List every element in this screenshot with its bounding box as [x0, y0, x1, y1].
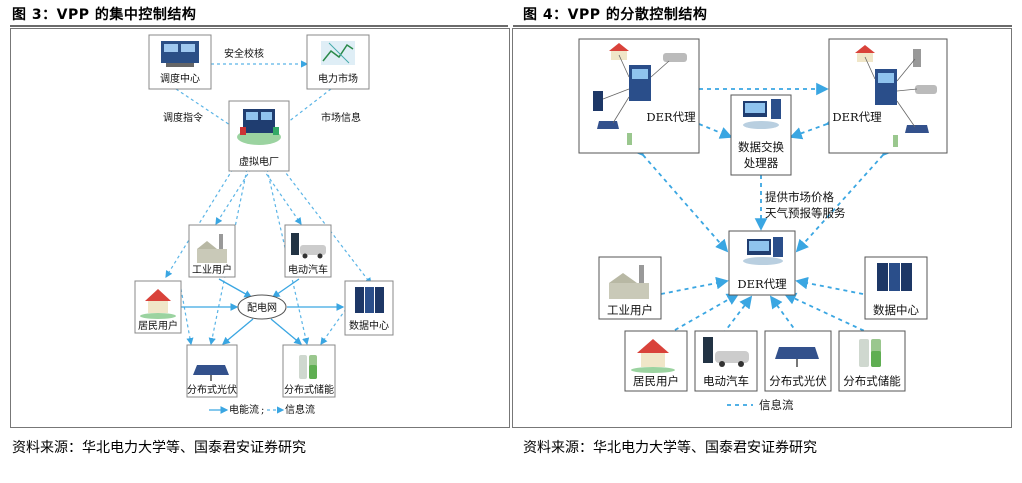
distributed-control-diagram: DER代理 DER代理 数据交换 处理器 [578, 38, 948, 412]
edge-label-dispatch-command: 调度指令 [163, 111, 203, 124]
node-der-agent-right: DER代理 [828, 38, 948, 154]
ev-icon-right [703, 337, 749, 367]
ev-icon [291, 233, 326, 259]
right-info-flow-lines [631, 82, 895, 335]
market-chart-icon [321, 41, 355, 65]
right-figure-title: 图 4：VPP 的分散控制结构 [523, 7, 708, 23]
vpp-icon [237, 109, 281, 145]
svg-text:DER代理: DER代理 [737, 277, 787, 291]
edge-label-market-info: 市场信息 [321, 111, 361, 124]
svg-text:数据中心: 数据中心 [349, 319, 389, 332]
left-figure-title: 图 3：VPP 的集中控制结构 [12, 7, 197, 23]
svg-text:居民用户: 居民用户 [633, 374, 679, 388]
node-industrial-user-right: 工业用户 [598, 256, 662, 320]
svg-text:数据交换: 数据交换 [738, 140, 784, 154]
svg-text:数据中心: 数据中心 [873, 303, 919, 317]
legend-info-flow-right: 信息流 [759, 398, 794, 412]
svg-text:DER代理: DER代理 [832, 110, 882, 124]
battery-icon-right [859, 339, 881, 367]
svg-text:分布式光伏: 分布式光伏 [769, 374, 827, 388]
der-center-icon [743, 237, 783, 265]
legend-info-flow: 信息流 [285, 403, 315, 416]
svg-text:;: ; [261, 405, 264, 416]
edge-label-service-line2: 天气预报等服务 [765, 206, 846, 220]
svg-text:电动汽车: 电动汽车 [288, 263, 328, 276]
node-residential-user-right: 居民用户 [624, 330, 688, 392]
left-title-rule [10, 25, 508, 27]
node-power-market: 电力市场 [306, 34, 370, 90]
node-der-agent-left: DER代理 [578, 38, 700, 154]
der-network-icon [593, 43, 687, 145]
monitor-icon [161, 41, 199, 67]
node-data-exchange-processor: 数据交换 处理器 [730, 94, 792, 176]
node-distributed-pv: 分布式光伏 [186, 344, 238, 398]
left-source-note: 资料来源：华北电力大学等、国泰君安证券研究 [12, 440, 306, 456]
left-legend: 电能流 ; 信息流 [209, 403, 315, 416]
svg-text:居民用户: 居民用户 [138, 319, 178, 332]
battery-icon [299, 355, 317, 379]
node-dispatch-center: 调度中心 [148, 34, 212, 90]
server-rack-icon [355, 287, 384, 313]
svg-text:调度中心: 调度中心 [160, 72, 200, 85]
svg-text:虚拟电厂: 虚拟电厂 [239, 155, 279, 168]
factory-icon [197, 234, 227, 263]
right-legend: 信息流 [727, 398, 794, 412]
svg-text:配电网: 配电网 [247, 301, 277, 314]
factory-icon-right [609, 265, 649, 299]
der-network-icon-right [855, 45, 937, 147]
house-icon [140, 289, 176, 319]
svg-text:工业用户: 工业用户 [192, 263, 232, 276]
server-rack-icon-right [877, 263, 912, 291]
svg-text:分布式储能: 分布式储能 [843, 374, 901, 388]
solar-panel-icon [193, 365, 229, 381]
legend-power-flow: 电能流 [229, 403, 259, 416]
svg-text:处理器: 处理器 [744, 156, 779, 170]
svg-text:工业用户: 工业用户 [607, 303, 653, 317]
processor-icon [743, 99, 781, 129]
node-distributed-storage: 分布式储能 [282, 344, 336, 398]
node-electric-vehicle-right: 电动汽车 [694, 330, 758, 392]
centralized-control-diagram: 安全校核 调度指令 市场信息 调度中心 电力市场 [134, 34, 394, 416]
node-data-center: 数据中心 [344, 280, 394, 336]
edge-label-service-line1: 提供市场价格 [765, 190, 834, 204]
power-flow-lines [181, 278, 345, 345]
node-distribution-grid: 配电网 [237, 294, 287, 320]
svg-text:分布式储能: 分布式储能 [284, 383, 334, 396]
node-distributed-storage-right: 分布式储能 [838, 330, 906, 392]
house-icon-right [631, 339, 675, 373]
node-virtual-power-plant: 虚拟电厂 [228, 100, 290, 172]
node-residential-user: 居民用户 [134, 280, 182, 334]
edge-label-safety-check: 安全校核 [224, 47, 264, 60]
right-source-note: 资料来源：华北电力大学等、国泰君安证券研究 [523, 440, 817, 456]
svg-text:电力市场: 电力市场 [318, 72, 358, 85]
right-diagram-frame: DER代理 DER代理 数据交换 处理器 [512, 28, 1012, 428]
node-distributed-pv-right: 分布式光伏 [764, 330, 832, 392]
node-data-center-right: 数据中心 [864, 256, 928, 320]
left-diagram-frame: 安全校核 调度指令 市场信息 调度中心 电力市场 [10, 28, 510, 428]
svg-text:DER代理: DER代理 [646, 110, 696, 124]
node-industrial-user: 工业用户 [188, 224, 236, 278]
svg-text:电动汽车: 电动汽车 [703, 374, 749, 388]
node-electric-vehicle: 电动汽车 [284, 224, 332, 278]
node-der-agent-center: DER代理 [728, 230, 796, 296]
svg-text:分布式光伏: 分布式光伏 [187, 383, 237, 396]
right-title-rule [513, 25, 1012, 27]
solar-panel-icon-right [775, 347, 819, 367]
